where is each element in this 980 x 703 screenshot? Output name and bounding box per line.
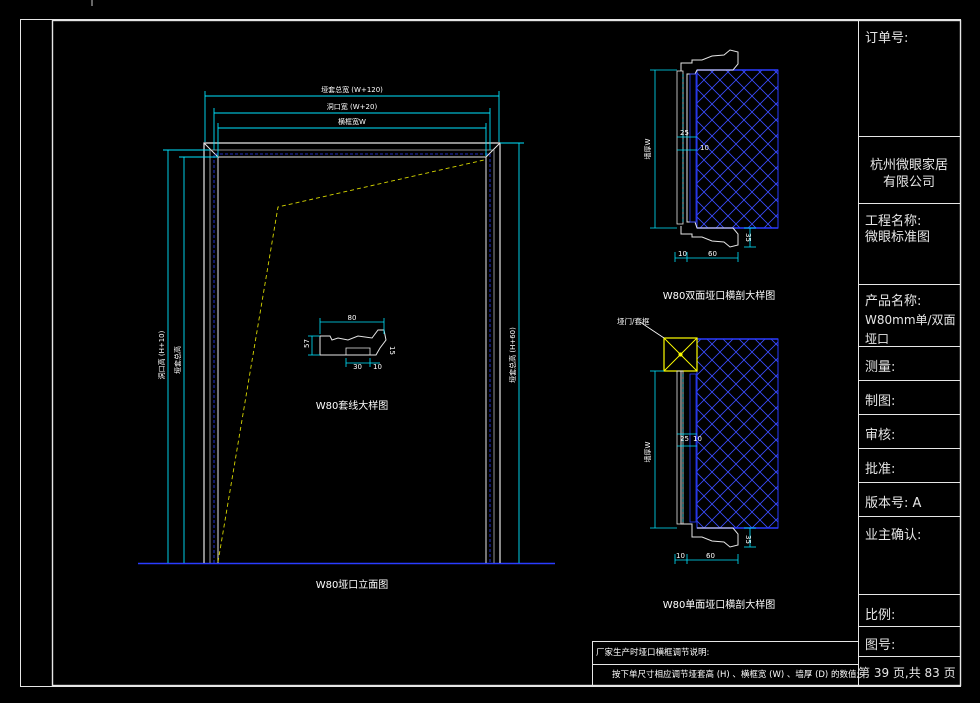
scale-label: 比例:: [865, 608, 896, 623]
dim-left-inner: 垭套总高: [173, 346, 182, 374]
inner-frame: [51, 19, 962, 687]
casing-outer: [203, 142, 501, 563]
company-line1: 杭州微眼家居: [869, 158, 948, 173]
measure-label: 测量:: [865, 360, 896, 375]
double-dim-bottom-10: 10: [678, 250, 687, 258]
dim-top-opening: 洞口宽 (W+20): [327, 102, 378, 111]
single-dim-side: 35: [744, 535, 752, 544]
double-section: 墙厚W 25 10 10 60 35 W80双面垭口横剖大样图: [643, 49, 779, 302]
product-name: 产品名称: W80mm单/双面垭口: [858, 292, 960, 349]
swing-line: [217, 159, 485, 563]
trim-dim-height: 57: [303, 339, 311, 348]
trim-detail: 80 57 15 30 10 W80套线大样图: [303, 314, 396, 412]
single-caption: W80单面垭口横剖大样图: [663, 598, 776, 611]
single-dim-bottom-60: 60: [706, 552, 715, 560]
project-label: 工程名称:: [865, 214, 922, 229]
project-value: 微眼标准图: [865, 230, 931, 245]
dim-right-total: 垭套总高 (H+60): [508, 327, 517, 383]
double-dim-bottom-60: 60: [708, 250, 717, 258]
project-name: 工程名称: 微眼标准图: [858, 214, 960, 246]
review-label: 审核:: [865, 428, 896, 443]
trim-dim-b: 10: [373, 363, 382, 371]
product-value: W80mm单/双面垭口: [865, 313, 956, 346]
trim-dim-a: 30: [353, 363, 362, 371]
trim-dim-width: 80: [348, 314, 357, 322]
dim-top-frame: 横框宽W: [338, 117, 366, 126]
single-dim-bottom-10: 10: [676, 552, 685, 560]
single-dim-wall: 墙厚W: [643, 441, 652, 462]
order-no-label: 订单号:: [865, 31, 909, 46]
title-block: [858, 20, 961, 686]
trim-caption: W80套线大样图: [316, 399, 389, 412]
elevation-caption: W80垭口立面图: [316, 578, 389, 591]
company-line2: 有限公司: [882, 175, 935, 190]
notes-box: [592, 641, 859, 686]
double-dim-25: 25: [680, 129, 689, 137]
single-dim-25: 25: [680, 435, 689, 443]
single-dim-10: 10: [693, 435, 702, 443]
product-label: 产品名称:: [865, 294, 922, 309]
company-name: 杭州微眼家居 有限公司: [858, 157, 960, 191]
version-label: 版本号: A: [865, 496, 922, 511]
double-dim-wall: 墙厚W: [643, 138, 652, 159]
trim-dim-thickness: 15: [388, 346, 396, 355]
single-section: 垭门/套框 墙厚W 25 10 10 60 35 W80单面垭口横剖大样图: [617, 316, 779, 611]
single-callout: 垭门/套框: [617, 316, 650, 326]
double-dim-side: 35: [744, 233, 752, 242]
drawing-no-label: 图号:: [865, 638, 896, 653]
double-dim-10: 10: [700, 144, 709, 152]
elevation-view: 垭套总宽 (W+120) 洞口宽 (W+20) 横框宽W 洞口高 (H+10) …: [138, 85, 555, 591]
notes-line1: 厂家生产时垭口横框调节说明:: [596, 647, 709, 658]
notes-line2: 按下单尺寸相应调节垭套高 (H) 、横框宽 (W) 、墙厚 (D) 的数值;: [612, 669, 859, 680]
dim-top-total: 垭套总宽 (W+120): [321, 85, 383, 94]
page-indicator: 第 39 页,共 83 页: [858, 666, 956, 680]
dim-left-outer: 洞口高 (H+10): [157, 330, 166, 379]
drawn-label: 制图:: [865, 394, 896, 409]
owner-confirm-label: 业主确认:: [865, 528, 922, 543]
double-caption: W80双面垭口横剖大样图: [663, 289, 776, 302]
approve-label: 批准:: [865, 462, 896, 477]
